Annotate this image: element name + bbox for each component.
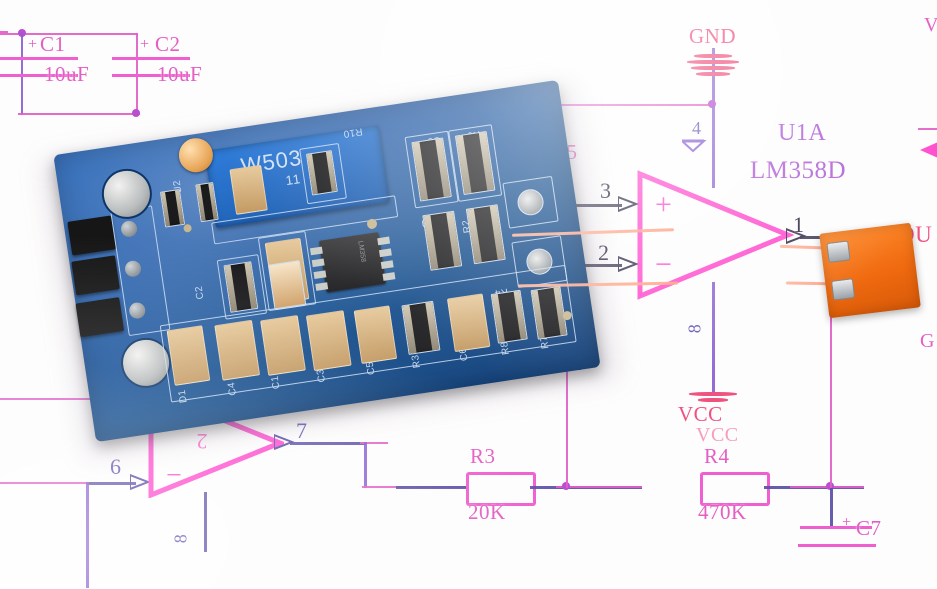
wire-pin8-stem <box>712 282 715 394</box>
wire-out7 <box>290 442 366 445</box>
wire-c7-stem <box>830 488 833 526</box>
screw-terminal-block <box>819 222 921 319</box>
opamp-b-minus-sign: − <box>166 460 183 491</box>
right-edge-wire <box>918 128 937 130</box>
right-edge-partial-1: V <box>924 14 937 36</box>
cap-c2-ref: C2 <box>155 32 181 56</box>
opamp-a-ref: U1A <box>778 120 827 146</box>
terminal-screw-2 <box>830 278 856 301</box>
right-edge-partial-2: G <box>920 330 935 352</box>
terminal-screw-1 <box>826 240 851 263</box>
vcc-echo-label: VCC <box>696 424 739 446</box>
wire-out7-down <box>364 442 367 488</box>
cap-c7-ref: C7 <box>856 516 882 540</box>
silk-c2: C2 <box>193 285 207 301</box>
cap-c1-plate-top <box>0 57 78 60</box>
opamp-b-pin8-stem <box>204 492 207 552</box>
opamp-a-pin1-label: 1 <box>793 212 805 237</box>
pin-header-3 <box>75 297 125 338</box>
wire-pin6 <box>0 482 88 484</box>
opamp-a-pin4-label: 4 <box>692 118 702 138</box>
resistor-r3-value: 20K <box>468 500 506 524</box>
cap-c2-value: 10uF <box>157 62 203 86</box>
pin4-arrow-icon <box>682 139 707 153</box>
right-edge-arrow-icon <box>920 142 937 158</box>
cap-c2-plate-top <box>112 57 190 60</box>
pin3-arrow-icon <box>618 196 639 213</box>
resistor-r3-ref: R3 <box>470 444 496 468</box>
trimmer-submark: 11 <box>284 171 303 189</box>
pin-header-2 <box>71 255 120 296</box>
pin2-arrow-icon <box>618 256 639 273</box>
tantalum-cap <box>229 164 268 215</box>
cap-c7-polarity: + <box>842 514 852 531</box>
cap-c1-value: 10uF <box>44 62 90 86</box>
gnd-label: GND <box>689 24 736 48</box>
gnd-symbol <box>686 52 740 78</box>
opamp-a-minus-sign: − <box>655 248 673 281</box>
terminal-body <box>819 222 921 319</box>
opamp-a-plus-sign: + <box>655 188 673 221</box>
cap-c2-polarity: + <box>140 36 150 53</box>
wire-r3-left2 <box>396 486 468 489</box>
solder-pad-outline-upper <box>502 175 559 229</box>
resistor-r4-value: 470K <box>698 500 747 524</box>
cap-c1-polarity: + <box>28 36 38 53</box>
opamp-a-pin8-label: 8 <box>684 323 705 334</box>
junction-dot <box>132 109 140 117</box>
wire-pin6-stem <box>86 482 89 588</box>
opamp-b-pin6-label: 6 <box>110 454 122 479</box>
pin-header-1 <box>67 215 116 256</box>
led1 <box>267 260 307 311</box>
opamp-a-pin3-label: 3 <box>600 178 612 203</box>
smd-silk-outline <box>299 142 347 205</box>
ic-lm358: LM358 <box>318 232 386 293</box>
wire-pin6b <box>86 482 136 485</box>
opamp-b-pin8-label: 8 <box>170 533 191 544</box>
wire-top-left-2 <box>0 31 8 33</box>
wire-c1-bottom <box>18 113 140 115</box>
wire-out-down <box>830 300 832 488</box>
resistor-r4-ref: R4 <box>704 444 730 468</box>
cap-c7-plate-bottom <box>798 544 876 547</box>
ic-marking: LM358 <box>356 240 367 263</box>
cap-c1-ref: C1 <box>40 32 66 56</box>
